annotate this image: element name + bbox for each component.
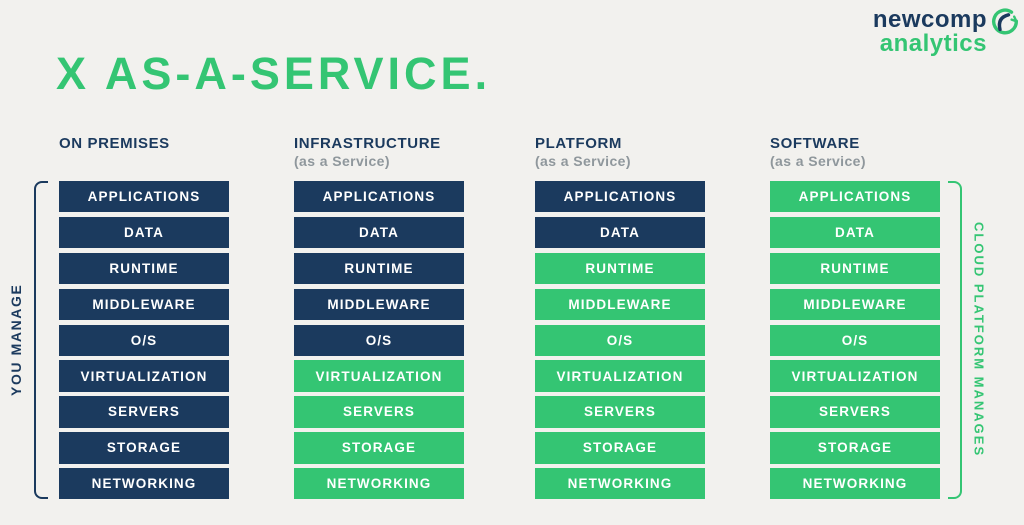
column-infrastructure: INFRASTRUCTURE (as a Service) APPLICATIO… [294, 135, 464, 500]
you-manage-label: YOU MANAGE [8, 283, 24, 397]
stack-block-storage: STORAGE [59, 432, 229, 464]
stack-block-data: DATA [294, 216, 464, 249]
stack-block-networking: NETWORKING [770, 468, 940, 500]
stack-block-data: DATA [770, 216, 940, 249]
stack-block-middleware: MIDDLEWARE [294, 288, 464, 320]
you-manage-bracket [34, 181, 48, 499]
column-title: INFRASTRUCTURE [294, 135, 441, 152]
logo-wordmark-analytics: analytics [879, 30, 987, 57]
logo: newcomp analytics [873, 8, 1020, 56]
stack-block-storage: STORAGE [294, 432, 464, 464]
stack-block-servers: SERVERS [770, 396, 940, 428]
stack-block-storage: STORAGE [770, 432, 940, 464]
column-subtitle: (as a Service) [770, 153, 866, 169]
stack-block-virtualization: VIRTUALIZATION [535, 360, 705, 392]
stack-block-runtime: RUNTIME [535, 252, 705, 285]
stack-block-applications: APPLICATIONS [770, 181, 940, 213]
cloud-platform-manages-label: CLOUD PLATFORM MANAGES [971, 222, 987, 458]
stack-block-o-s: O/S [770, 324, 940, 356]
column-title: PLATFORM [535, 135, 623, 152]
stack-block-virtualization: VIRTUALIZATION [294, 360, 464, 392]
stack-block-virtualization: VIRTUALIZATION [59, 360, 229, 392]
stack-block-networking: NETWORKING [59, 468, 229, 500]
stack-block-runtime: RUNTIME [59, 252, 229, 285]
column-subtitle: (as a Service) [535, 153, 631, 169]
stack-block-servers: SERVERS [294, 396, 464, 428]
stack-block-applications: APPLICATIONS [535, 181, 705, 213]
stack-block-networking: NETWORKING [294, 468, 464, 500]
stack-block-middleware: MIDDLEWARE [535, 288, 705, 320]
newcomp-swirl-icon [990, 8, 1020, 43]
stack-block-virtualization: VIRTUALIZATION [770, 360, 940, 392]
stack-block-data: DATA [59, 216, 229, 249]
stack-block-runtime: RUNTIME [770, 252, 940, 285]
stack-block-servers: SERVERS [59, 396, 229, 428]
stack-block-runtime: RUNTIME [294, 252, 464, 285]
stack-block-middleware: MIDDLEWARE [59, 288, 229, 320]
stack-block-o-s: O/S [535, 324, 705, 356]
stack-block-storage: STORAGE [535, 432, 705, 464]
page-title: X AS-A-SERVICE. [56, 48, 492, 99]
logo-text: newcomp analytics [873, 8, 987, 56]
cloud-platform-manages-bracket [948, 181, 962, 499]
stack-block-data: DATA [535, 216, 705, 249]
stack-block-servers: SERVERS [535, 396, 705, 428]
column-title: SOFTWARE [770, 135, 860, 152]
stack-block-o-s: O/S [294, 324, 464, 356]
stack-block-middleware: MIDDLEWARE [770, 288, 940, 320]
stack-block-networking: NETWORKING [535, 468, 705, 500]
stack-block-applications: APPLICATIONS [59, 181, 229, 213]
stack-block-o-s: O/S [59, 324, 229, 356]
stack-block-applications: APPLICATIONS [294, 181, 464, 213]
logo-wordmark-newcomp: newcomp [872, 6, 987, 33]
column-title: ON PREMISES [59, 135, 170, 152]
column-subtitle: (as a Service) [294, 153, 390, 169]
